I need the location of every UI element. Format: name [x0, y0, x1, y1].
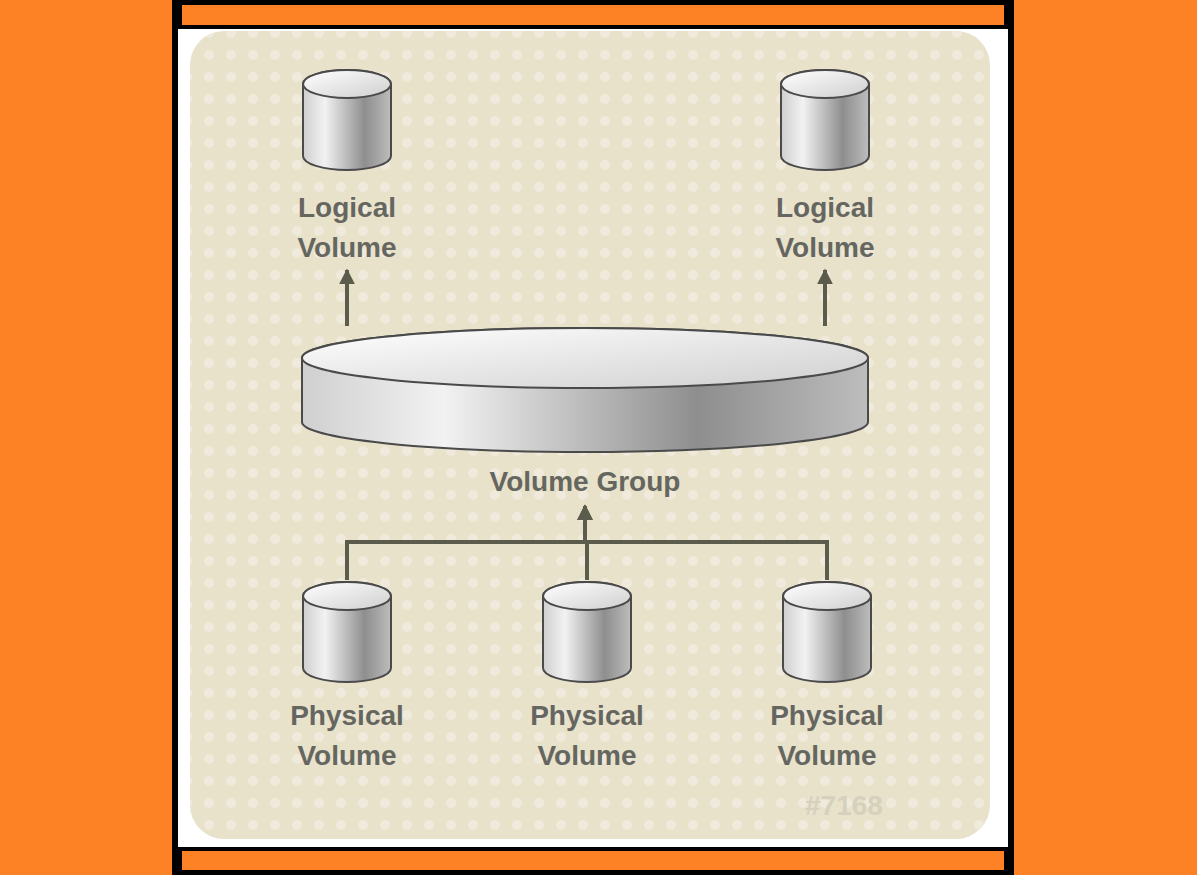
flow-arrow [347, 506, 585, 580]
top-strip-border [176, 0, 1010, 29]
cylinder-body [302, 328, 868, 452]
disc-shape [300, 326, 870, 454]
flow-arrow [823, 270, 827, 326]
cylinder-shape [779, 68, 871, 172]
cylinder-shape [781, 580, 873, 684]
white-panel [178, 29, 1008, 847]
top-strip [182, 5, 1004, 25]
flow-arrow [345, 270, 349, 326]
cylinder-top [783, 582, 871, 610]
cylinder-shape [301, 68, 393, 172]
physical-volume: Physical Volume [752, 580, 902, 776]
side-band [0, 0, 176, 875]
physical-volume: Physical Volume [272, 580, 422, 776]
logical-volume: Logical Volume [750, 68, 900, 268]
bottom-strip-border [176, 847, 1010, 875]
flow-arrow [585, 506, 827, 580]
band-border [172, 0, 178, 875]
band-border [1008, 0, 1014, 875]
volume-label: Volume Group [300, 462, 870, 502]
logical-volume: Logical Volume [272, 68, 422, 268]
cylinder-body [781, 70, 869, 170]
cylinder-body [303, 582, 391, 682]
cylinder-top [303, 70, 391, 98]
bottom-strip [182, 851, 1004, 870]
cylinder-top [302, 328, 868, 388]
volume-label: Physical Volume [272, 696, 422, 776]
cylinder-body [543, 582, 631, 682]
cylinder-body [303, 70, 391, 170]
volume-label: Physical Volume [512, 696, 662, 776]
figure-number: #7168 [805, 790, 883, 822]
physical-volume: Physical Volume [512, 580, 662, 776]
volume-label: Physical Volume [752, 696, 902, 776]
cylinder-top [303, 582, 391, 610]
volume-label: Logical Volume [750, 188, 900, 268]
dot-texture [190, 31, 990, 839]
cylinder-shape [301, 580, 393, 684]
volume-label: Logical Volume [272, 188, 422, 268]
diagram-ground [190, 31, 990, 839]
cylinder-top [543, 582, 631, 610]
cylinder-shape [541, 580, 633, 684]
cylinder-top [781, 70, 869, 98]
cylinder-body [783, 582, 871, 682]
side-band [1012, 0, 1197, 875]
volume-group-disc: Volume Group [300, 326, 870, 502]
